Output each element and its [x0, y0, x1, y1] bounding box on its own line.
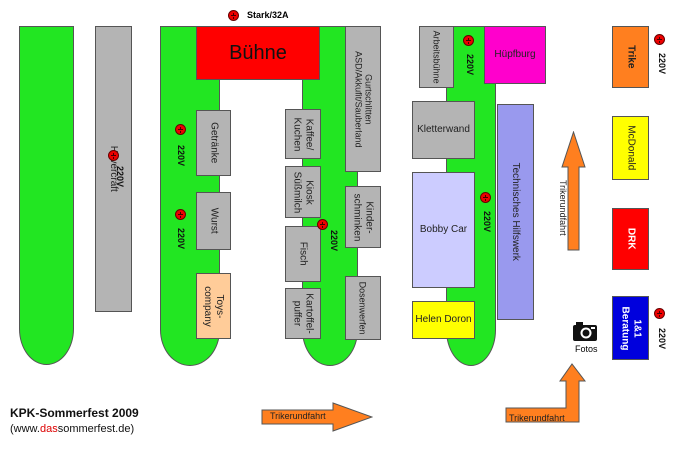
stand-getraenke: Getränke	[196, 110, 231, 176]
voltage-label: 220V	[176, 145, 186, 167]
stand-mcdonald: McDonald	[612, 116, 649, 180]
stand-kartoffelpuffer: Kartoffel- puffer	[285, 288, 321, 339]
stand-trike: Trike	[612, 26, 649, 88]
stand-thw: Technisches Hilfswerk	[497, 104, 534, 320]
power-outlet-icon	[463, 35, 474, 46]
voltage-label: 220V	[329, 230, 339, 252]
trike-route-label: Trikerundfahrt	[270, 411, 326, 421]
voltage-label: 220V	[482, 211, 492, 233]
power-outlet-icon	[317, 219, 328, 230]
stand-dosenwerfen: Dosenwerfen	[345, 276, 381, 340]
power-outlet-icon	[175, 209, 186, 220]
trike-route-label: Trikerundfahrt	[558, 180, 568, 236]
power-label: Stark/32A	[247, 10, 289, 20]
stand-beratung: 1&1 Beratung	[612, 296, 649, 360]
stand-drk: DRK	[612, 208, 649, 270]
camera-icon	[573, 322, 597, 341]
stand-kinderschminken: Kinder- schminken	[345, 186, 381, 248]
power-outlet-icon	[480, 192, 491, 203]
stand-arbeitsbuehne: Arbeitsbühne	[419, 26, 454, 88]
stand-huepfburg: Hüpfburg	[484, 26, 546, 84]
green-lane-1	[19, 26, 74, 365]
stand-kaffee-kuchen: Kaffee/ Kuchen	[285, 109, 321, 159]
stand-toys-company: Toys- company	[196, 273, 231, 339]
stand-gurtschlitten: Gurtschlitten ASD/Akkufit/Sauberland	[345, 26, 381, 172]
stand-fisch: Fisch	[285, 226, 321, 282]
stand-hovercraft: Hovercraft	[95, 26, 132, 312]
stand-bobby-car: Bobby Car	[412, 172, 475, 288]
power-outlet-icon	[175, 124, 186, 135]
voltage-label: 220V	[115, 166, 125, 188]
website-highlight: das	[39, 423, 58, 435]
website-suffix: sommerfest.de)	[57, 423, 135, 435]
stand-wurst: Wurst	[196, 192, 231, 250]
voltage-label: 220V	[657, 53, 667, 75]
stand-kiosk: Kiosk Süßmilch	[285, 166, 321, 218]
voltage-label: 220V	[465, 54, 475, 76]
website-link[interactable]: (www.dassommerfest.de)	[10, 423, 134, 435]
website-prefix: (www.	[10, 423, 40, 435]
power-outlet-icon	[108, 150, 119, 161]
trike-route-label: Trikerundfahrt	[509, 413, 565, 423]
page-title: KPK-Sommerfest 2009	[10, 406, 139, 420]
fotos-label: Fotos	[575, 344, 598, 354]
stand-buehne: Bühne	[196, 26, 320, 80]
power-outlet-icon	[654, 308, 665, 319]
stand-kletterwand: Kletterwand	[412, 101, 475, 159]
stand-helen-doron: Helen Doron	[412, 301, 475, 339]
trike-route-arrow-corner	[505, 363, 587, 423]
voltage-label: 220V	[176, 228, 186, 250]
voltage-label: 220V	[657, 328, 667, 350]
power-outlet-icon	[654, 34, 665, 45]
power-outlet-icon	[228, 10, 239, 21]
trike-route-arrow-up	[561, 131, 586, 251]
trike-route-arrow-bottom	[261, 402, 373, 432]
